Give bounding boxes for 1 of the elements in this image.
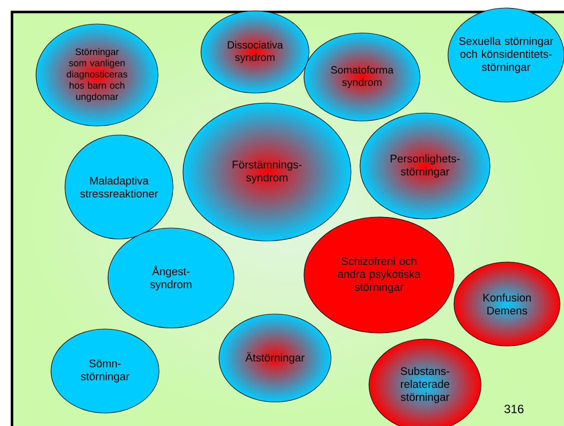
page-number: 316: [504, 404, 524, 414]
